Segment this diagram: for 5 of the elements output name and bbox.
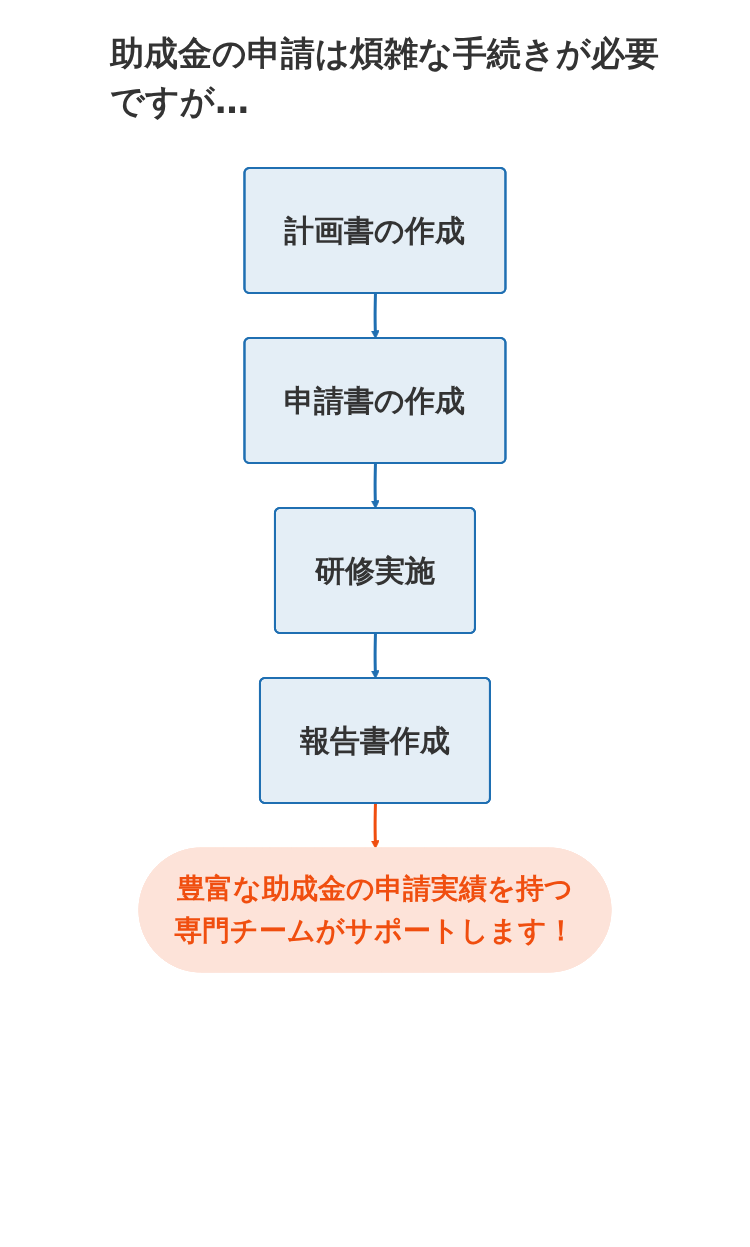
arrow xyxy=(370,463,380,509)
arrow xyxy=(370,293,380,339)
arrow xyxy=(370,803,380,849)
arrow xyxy=(370,633,380,679)
heading: 助成金の申請は煩雑な手続きが必要ですが… xyxy=(110,32,660,123)
